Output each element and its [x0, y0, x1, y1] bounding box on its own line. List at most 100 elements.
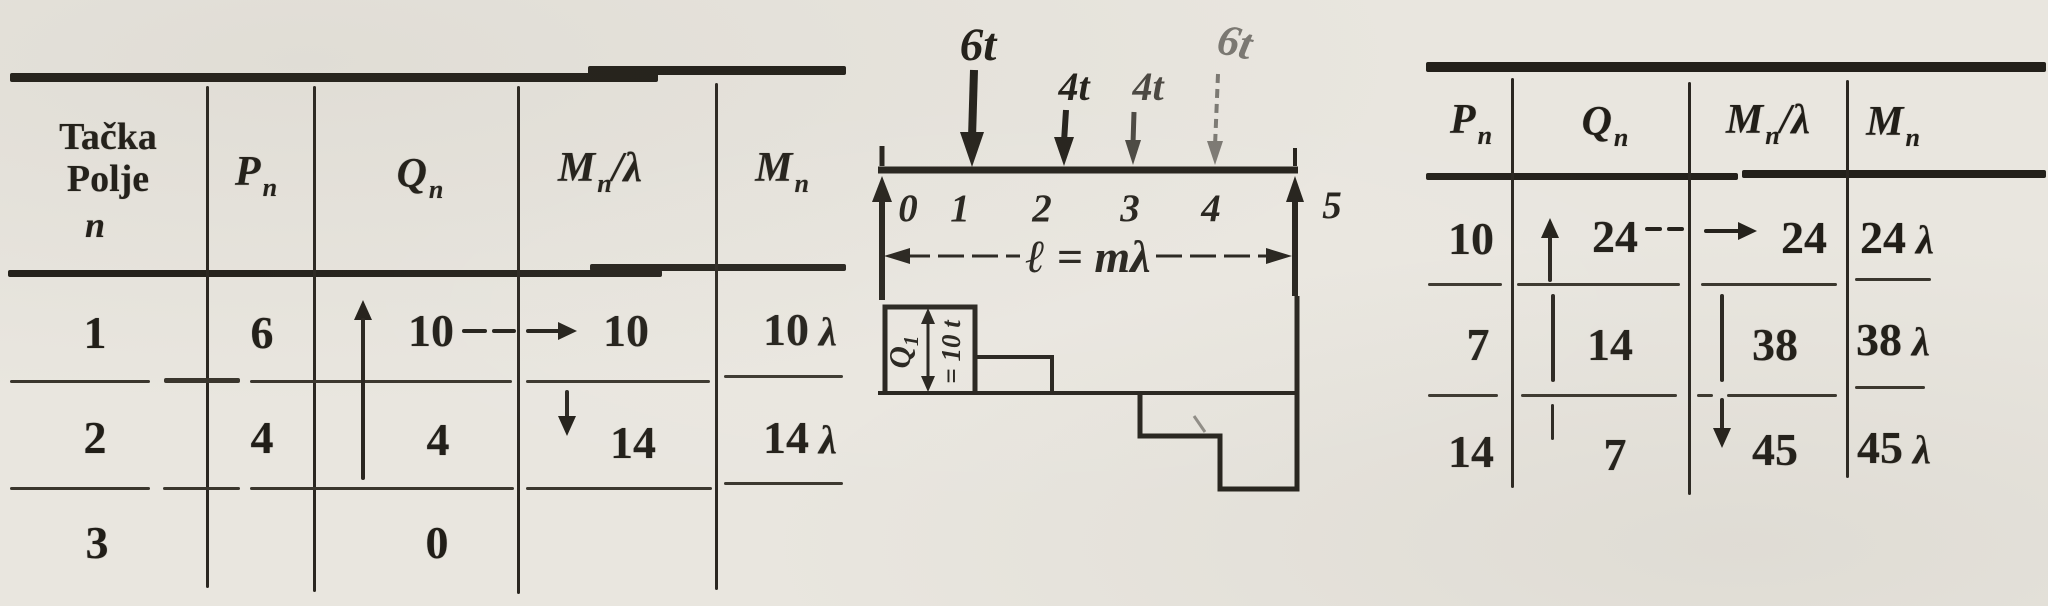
left-table-cell-q: 10 — [408, 305, 454, 356]
left-table-cell-n: 3 — [85, 517, 109, 568]
pn-subscript: n — [262, 172, 278, 202]
right-arrow-icon — [558, 322, 577, 340]
load-label-6t: 6t — [960, 19, 999, 71]
mn-subscript: n — [597, 168, 612, 198]
left-table-cell-ml: 14 — [610, 417, 656, 468]
load-arrow-shaft — [1213, 73, 1220, 147]
right-table-cell-q: 14 — [1587, 319, 1633, 370]
q1-symbol: Q — [882, 346, 917, 368]
mn-lambda-suffix: /λ — [1779, 97, 1811, 144]
load-arrow-icon — [1125, 140, 1141, 165]
right-table-column-divider — [1846, 80, 1849, 478]
mn-subscript: n — [1905, 122, 1920, 152]
dimension-right-arrow-icon — [1266, 248, 1292, 264]
m-value: 10 — [763, 304, 810, 355]
left-table-row-divider — [250, 380, 512, 383]
down-arrow-tail — [1720, 294, 1724, 382]
left-table-row-divider — [526, 380, 710, 383]
left-table-header-qn: Qn — [397, 153, 444, 203]
pn-symbol: P — [1449, 97, 1476, 144]
left-table-cell-q: 0 — [425, 517, 449, 568]
load-arrow-shaft — [1130, 111, 1137, 145]
load-arrow-icon — [1054, 137, 1074, 166]
right-table-header-mn: Mn — [1866, 101, 1920, 151]
right-table-row-divider — [1855, 386, 1925, 389]
qn-symbol: Q — [1581, 99, 1612, 146]
right-table-header-qn: Qn — [1582, 101, 1629, 151]
right-table-header-mn-lambda: Mn/λ — [1726, 99, 1810, 149]
load-arrow-shaft — [968, 69, 978, 139]
m-value: 14 — [763, 412, 810, 463]
left-table-top-rule-right — [588, 66, 846, 75]
connector-dash — [1645, 227, 1662, 231]
dimension-left-arrow-icon — [884, 248, 910, 264]
left-table-cell-ml: 10 — [603, 305, 649, 356]
left-table-column-divider — [313, 86, 316, 592]
right-table-row-divider — [1727, 394, 1837, 397]
point-label-2: 2 — [1031, 187, 1052, 230]
load-arrow-icon — [1207, 141, 1223, 165]
beam-diagram: 6t 4t 4t 6t 0 1 2 3 4 — [848, 0, 1448, 606]
left-table-header-n: n — [84, 205, 106, 245]
right-table-row-divider — [1521, 394, 1677, 397]
left-table-row-divider — [163, 487, 240, 490]
span-label: ℓ = mλ — [1025, 231, 1150, 282]
up-arrow-icon — [354, 300, 372, 320]
left-table-cell-p: 6 — [250, 307, 274, 358]
q1-double-arrow-top-icon — [921, 308, 935, 324]
lambda-unit: λ — [1916, 217, 1934, 262]
right-table-cell-q: 7 — [1603, 429, 1627, 480]
right-table-row-divider — [1701, 283, 1837, 286]
load-label-6t: 6t — [1213, 14, 1258, 69]
left-table-row-divider — [250, 487, 514, 490]
point-label-0: 0 — [898, 187, 918, 230]
mn-subscript: n — [794, 168, 809, 198]
left-table-header-mn-lambda: Mn/λ — [558, 147, 642, 197]
right-table-top-rule — [1426, 62, 2046, 72]
left-support-arrow-icon — [872, 176, 892, 202]
mn-symbol: M — [1725, 97, 1764, 144]
mn-symbol: M — [1866, 99, 1904, 146]
shear-outline-step — [975, 355, 1054, 393]
shear-outline-negative — [1137, 296, 1300, 492]
left-table-header-field: Polje — [66, 158, 150, 200]
load-label-4t: 4t — [1131, 64, 1165, 109]
mn-symbol: M — [557, 145, 596, 192]
left-table-cell-n: 2 — [83, 412, 107, 463]
lambda-unit: λ — [819, 309, 837, 354]
mn-lambda-suffix: /λ — [611, 145, 643, 192]
right-table-row-divider — [1428, 283, 1502, 286]
q1-value: = 10 t — [936, 319, 966, 384]
left-table-header-rule — [8, 270, 662, 277]
shear-tick — [1192, 415, 1207, 433]
connector-dash — [1667, 227, 1684, 231]
point-label-5: 5 — [1322, 184, 1342, 227]
left-table-header-point: Tačka — [59, 116, 157, 158]
right-table-cell-ml: 38 — [1752, 319, 1798, 370]
pn-symbol: P — [234, 149, 261, 196]
right-table-cell-q: 24 — [1592, 211, 1638, 262]
left-table-row-divider — [724, 482, 843, 485]
down-arrow-icon — [558, 416, 576, 436]
left-table-top-rule — [10, 73, 658, 82]
right-table-header-rule — [1426, 173, 1738, 180]
left-table-header-rule-right — [590, 264, 846, 271]
left-table-cell-n: 1 — [83, 307, 107, 358]
load-arrow-icon — [960, 132, 984, 167]
load-label-4t: 4t — [1057, 64, 1091, 109]
right-arrow-shaft — [526, 329, 560, 333]
point-label-1: 1 — [950, 187, 970, 230]
m-value: 45 — [1857, 422, 1904, 473]
left-table-column-divider — [517, 86, 520, 594]
left-table-header-pn: Pn — [235, 151, 277, 201]
shear-outline-positive — [882, 304, 978, 393]
qn-symbol: Q — [396, 151, 427, 198]
beam-diagram-svg: 6t 4t 4t 6t 0 1 2 3 4 — [872, 14, 1342, 492]
qn-subscript: n — [1613, 122, 1629, 152]
down-arrow-shaft — [565, 390, 569, 418]
right-table-row-divider — [1697, 394, 1713, 397]
up-arrow-icon — [1541, 218, 1559, 238]
